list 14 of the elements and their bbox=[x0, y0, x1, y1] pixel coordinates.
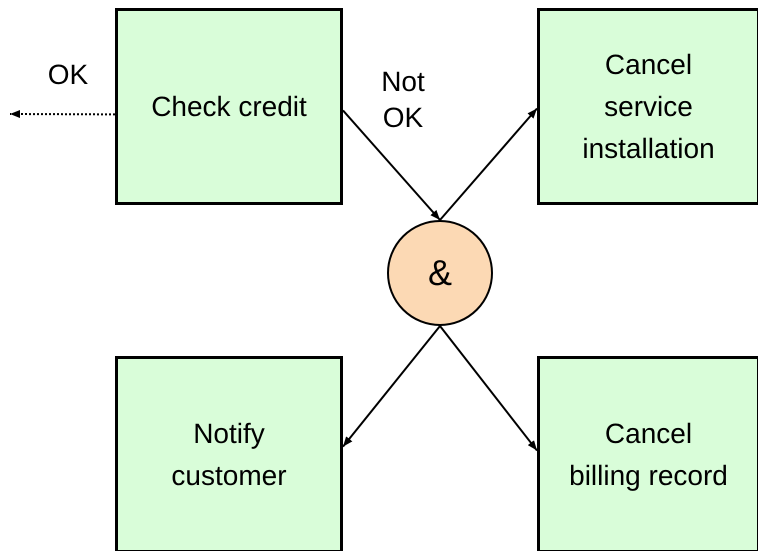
node-label: Notify customer bbox=[170, 416, 288, 492]
arrow bbox=[342, 110, 441, 221]
process-box bbox=[115, 356, 343, 551]
node-label: & bbox=[428, 252, 452, 294]
node-label: Cancel service installation bbox=[581, 48, 716, 166]
node-label: Check credit bbox=[151, 90, 307, 124]
arrow bbox=[10, 110, 115, 118]
arrow bbox=[342, 325, 441, 448]
arrow bbox=[439, 108, 538, 221]
process-box bbox=[537, 8, 758, 205]
process-box bbox=[115, 8, 343, 205]
process-box bbox=[537, 356, 758, 551]
node-label: Cancel billing record bbox=[568, 416, 728, 493]
arrow bbox=[439, 325, 538, 452]
